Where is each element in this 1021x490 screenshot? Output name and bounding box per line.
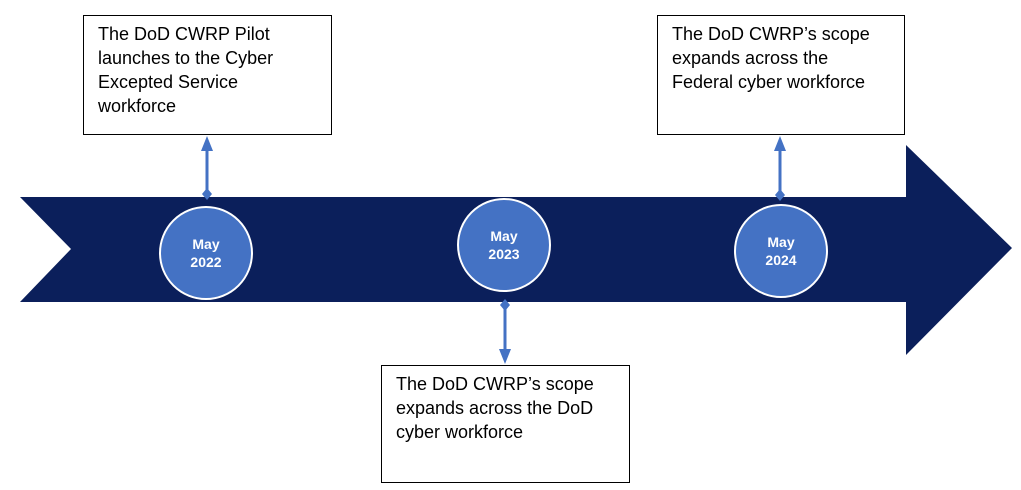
- milestone-may-2023: May 2023: [457, 198, 551, 292]
- connector-2023: [499, 299, 511, 364]
- event-text: The DoD CWRP’s scope expands across the …: [672, 24, 870, 92]
- connector-2024: [774, 136, 786, 201]
- event-callout-2023: The DoD CWRP’s scope expands across the …: [381, 365, 630, 483]
- event-callout-2022: The DoD CWRP Pilot launches to the Cyber…: [83, 15, 332, 135]
- milestone-year: 2023: [488, 246, 520, 262]
- milestone-may-2022: May 2022: [159, 206, 253, 300]
- event-text: The DoD CWRP Pilot launches to the Cyber…: [98, 24, 274, 116]
- milestone-may-2024: May 2024: [734, 204, 828, 298]
- milestone-month: May: [490, 228, 518, 244]
- milestone-year: 2024: [765, 252, 797, 268]
- milestone-month: May: [767, 234, 795, 250]
- milestone-year: 2022: [190, 254, 222, 270]
- event-callout-2024: The DoD CWRP’s scope expands across the …: [657, 15, 905, 135]
- milestone-month: May: [192, 236, 220, 252]
- connector-2022: [201, 136, 213, 200]
- event-text: The DoD CWRP’s scope expands across the …: [396, 374, 594, 442]
